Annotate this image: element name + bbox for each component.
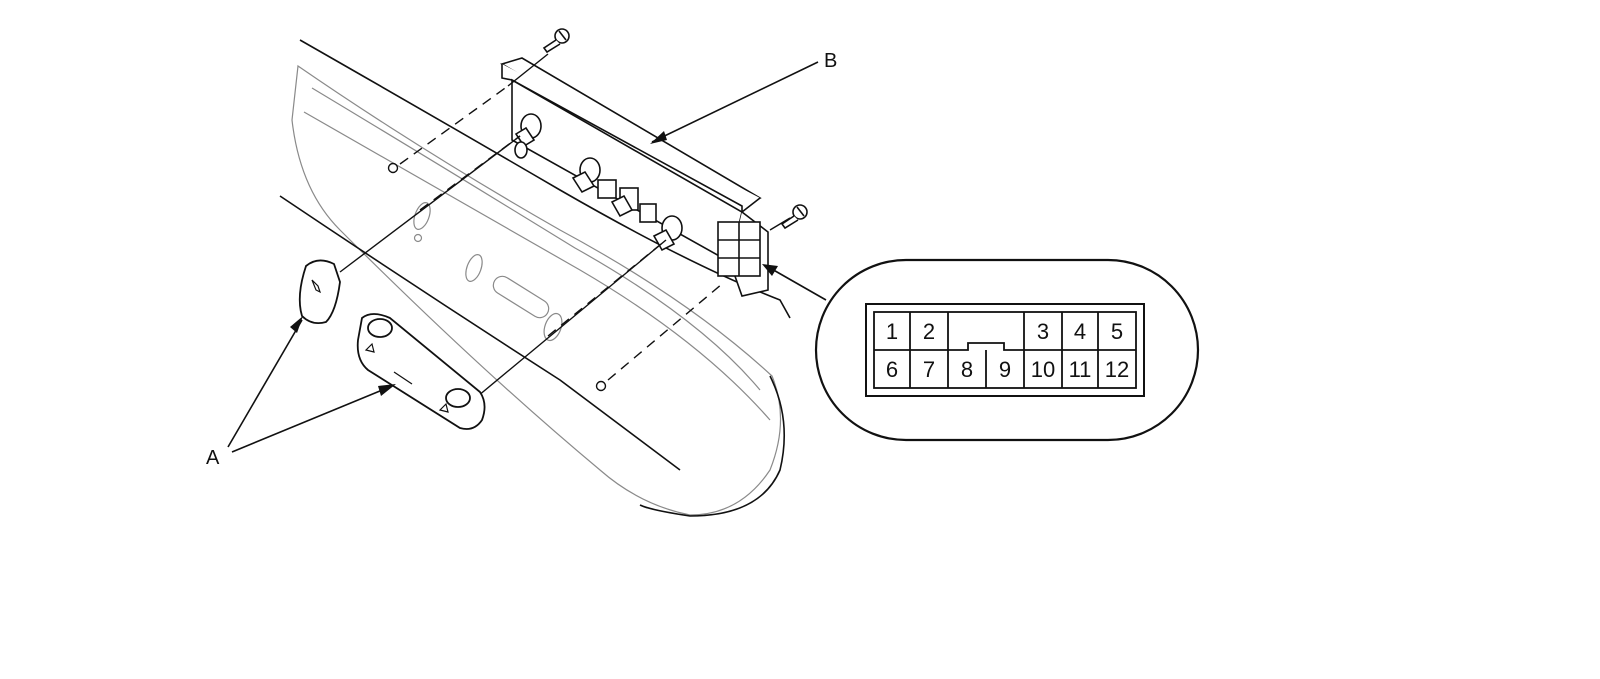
pin-5: 5 [1111, 319, 1123, 344]
seat-frame-lines [279, 39, 791, 517]
pin-1: 1 [886, 319, 898, 344]
pin-9: 9 [999, 357, 1011, 382]
screw-top [542, 28, 570, 54]
alignment-lines [339, 53, 791, 397]
connector-grid [873, 311, 1137, 389]
pin-4: 4 [1074, 319, 1086, 344]
connector-detail: 1 2 3 4 5 6 7 8 9 10 11 12 [814, 258, 1200, 442]
switch-knobs [514, 113, 683, 252]
pin-12: 12 [1105, 357, 1129, 382]
pin-3: 3 [1037, 319, 1049, 344]
pin-11: 11 [1069, 357, 1092, 382]
knob-long [356, 313, 486, 430]
pin-10: 10 [1031, 357, 1055, 382]
arrow-heads [290, 131, 778, 396]
callout-label-a: A [206, 447, 220, 469]
switch-module [500, 57, 769, 297]
callout-label-b: B [824, 50, 837, 72]
pin-6: 6 [886, 357, 898, 382]
screw-right [780, 204, 808, 230]
mounting-hole-upper [387, 162, 399, 174]
pin-2: 2 [923, 319, 935, 344]
leader-lines [227, 61, 827, 453]
mounting-hole-lower [595, 380, 607, 392]
pin-7: 7 [923, 357, 935, 382]
pin-8: 8 [961, 357, 973, 382]
seat-side-panel [291, 64, 782, 516]
knob-small [298, 259, 341, 325]
